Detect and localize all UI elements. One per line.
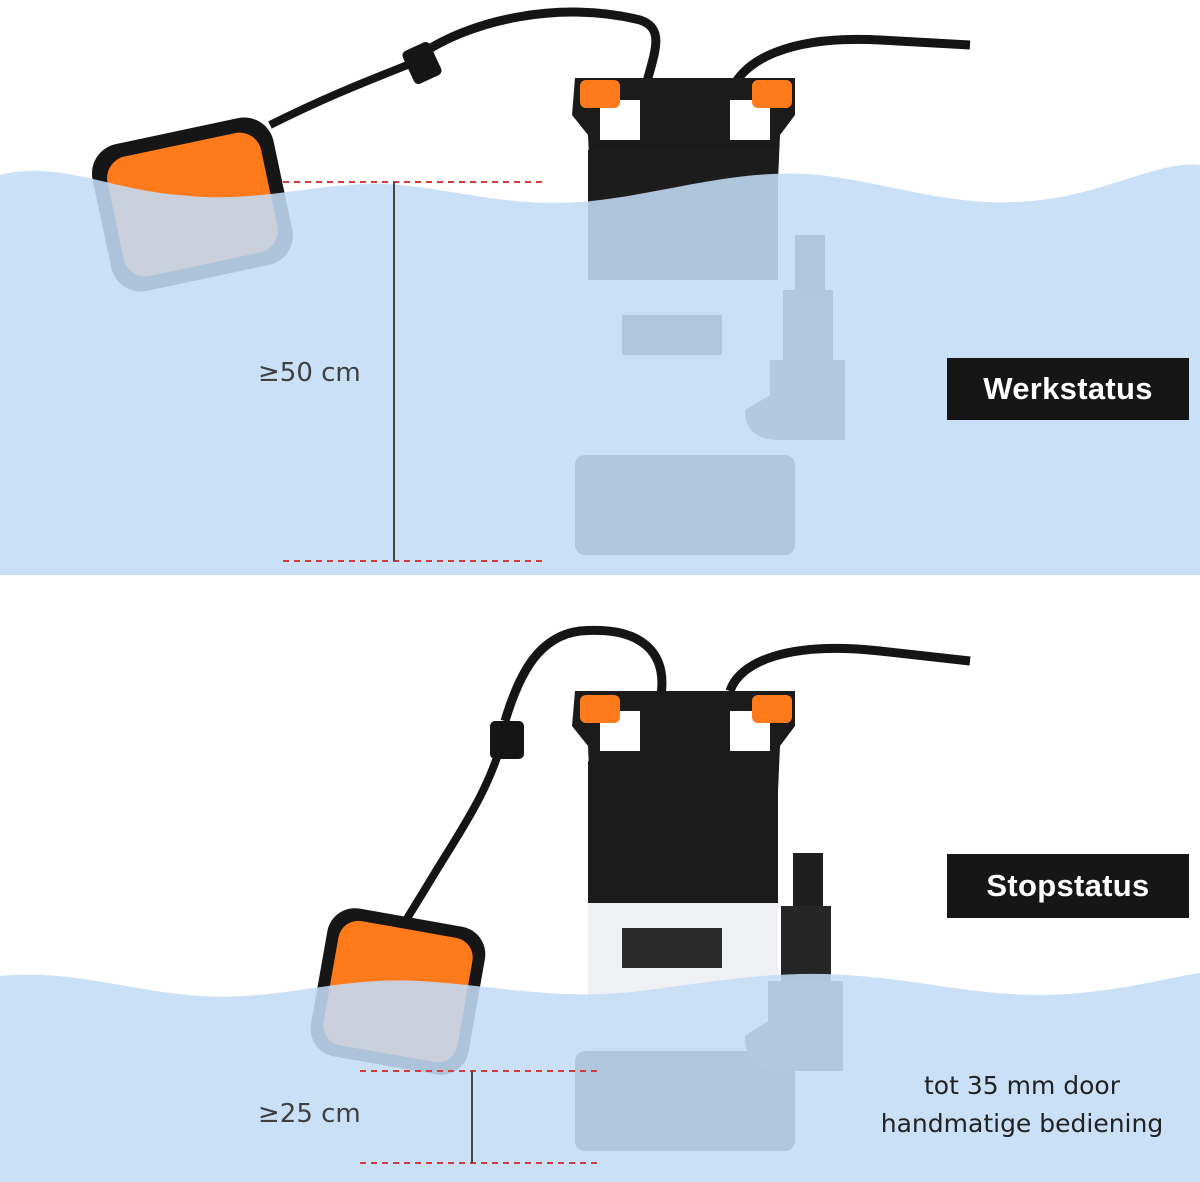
work-measurement: ≥50 cm xyxy=(258,358,361,388)
power-cable xyxy=(725,643,971,693)
power-cable xyxy=(417,7,661,111)
stop-measurement: ≥25 cm xyxy=(258,1099,361,1129)
handle-grip-orange xyxy=(580,695,620,723)
hose-connector xyxy=(793,853,823,913)
power-cable xyxy=(500,625,667,723)
handle-grip-orange xyxy=(752,80,792,108)
pump-window xyxy=(622,928,722,968)
cable-clamp xyxy=(402,41,442,85)
pump-motor-housing xyxy=(588,761,778,906)
manual-operation-note: tot 35 mm door handmatige bediening xyxy=(862,1067,1182,1143)
work-status-illustration xyxy=(0,7,1200,575)
stop-status-label: Stopstatus xyxy=(947,854,1189,918)
water-surface xyxy=(0,164,1200,575)
work-status-label: Werkstatus xyxy=(947,358,1189,420)
water-surface xyxy=(0,973,1200,1182)
outlet-pipe xyxy=(781,906,831,981)
float-cable xyxy=(268,56,422,129)
stop-status-panel: Stopstatus ≥25 cm tot 35 mm door handmat… xyxy=(0,591,1200,1182)
handle-grip-orange xyxy=(580,80,620,108)
stop-status-illustration xyxy=(0,625,1200,1182)
note-line-1: tot 35 mm door xyxy=(924,1071,1120,1100)
work-status-panel: ≥50 cm Werkstatus xyxy=(0,7,1200,575)
handle-grip-orange xyxy=(752,695,792,723)
note-line-2: handmatige bediening xyxy=(880,1109,1164,1138)
float-cable xyxy=(396,730,509,933)
cable-clamp xyxy=(490,721,524,759)
